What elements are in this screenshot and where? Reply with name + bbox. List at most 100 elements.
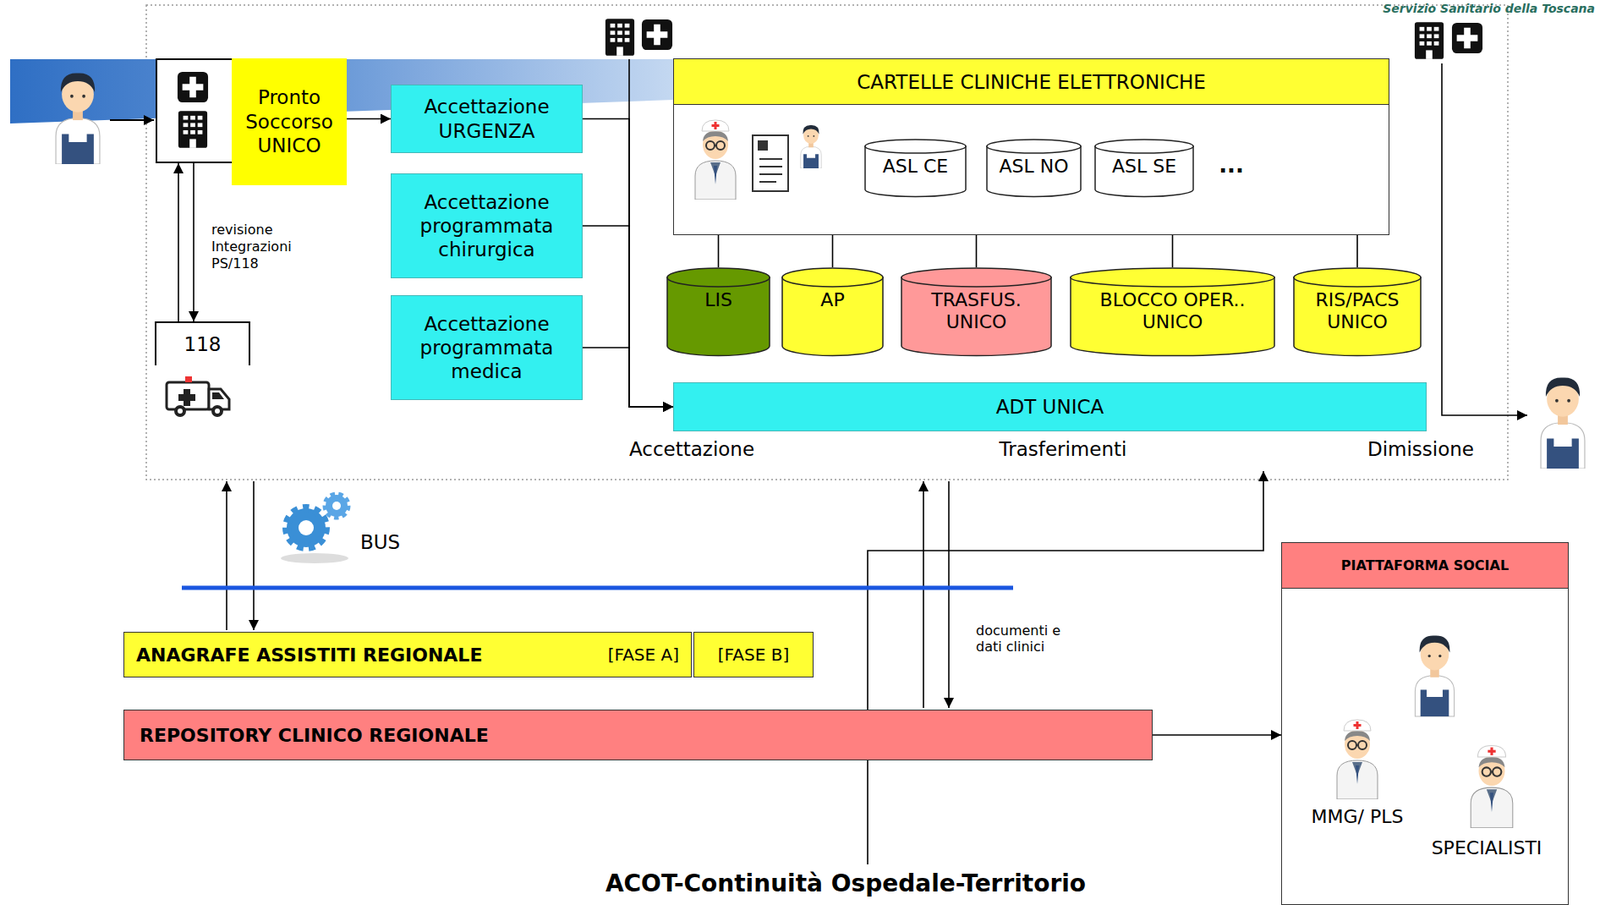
database-cylinder: BLOCCO OPER.. UNICO [1069, 267, 1276, 357]
cylinder-body [782, 277, 883, 357]
repository-bar: REPOSITORY CLINICO REGIONALE [123, 709, 1153, 761]
ellipsis: ... [1207, 152, 1255, 179]
stage-label: Dimissione [1351, 438, 1491, 462]
cylinder-top [986, 139, 1081, 154]
doctor-icon [1336, 719, 1378, 800]
label-box: SPECIALISTI [1407, 837, 1567, 860]
connector [975, 235, 978, 268]
footer-title: ACOT-Continuità Ospedale-Territorio [473, 869, 1218, 899]
box-label: PIATTAFORMA SOCIAL [1282, 542, 1568, 589]
cylinder-outline [781, 267, 884, 357]
box-label: LIS [704, 289, 733, 312]
database-cylinder: ASL NO [986, 138, 1082, 198]
connector [192, 163, 195, 322]
cylinder-top [667, 268, 770, 287]
role-label: SPECIALISTI [1407, 837, 1567, 860]
hospital-building-icon [1414, 21, 1444, 60]
label-box: ... [1207, 152, 1255, 179]
repository-arrow [922, 481, 925, 708]
gears-icon [286, 508, 326, 548]
entry-box: Pronto Soccorso UNICO [155, 58, 347, 164]
box-label: Accettazione URGENZA [398, 94, 576, 143]
patient-icon [800, 125, 822, 169]
connector [1356, 235, 1359, 268]
gears-icon [280, 494, 349, 564]
service-box: 118 [154, 321, 251, 366]
gears-icon [325, 494, 348, 517]
connector [582, 347, 674, 407]
stage-label: Trasferimenti [982, 438, 1144, 462]
patient-icon [1540, 378, 1585, 469]
doctor-icon [1470, 745, 1513, 828]
registry-arrow [225, 481, 228, 631]
stage-label: Accettazione [615, 438, 768, 462]
box-label: Accettazione programmata medica [398, 312, 576, 384]
box-label: AP [820, 289, 844, 312]
cylinder-body [901, 277, 1052, 356]
connector [346, 118, 391, 121]
document-icon [759, 158, 783, 160]
box-note: [FASE A] [608, 644, 680, 665]
process-box: Accettazione URGENZA [390, 84, 583, 154]
header-note: Servizio Sanitario della Toscana [1302, 1, 1595, 17]
process-box: Accettazione programmata medica [390, 295, 583, 400]
connector [582, 225, 674, 407]
cylinder-top [1070, 268, 1275, 287]
database-cylinder: AP [781, 267, 884, 357]
box-label: ASL NO [998, 155, 1069, 178]
database-cylinder: ASL SE [1094, 138, 1195, 198]
records-panel: CARTELLE CLINICHE ELETTRONICHE ASL CE ASL … [673, 58, 1390, 236]
connector [832, 235, 834, 268]
label-box: MMG/ PLS [1293, 805, 1421, 828]
cylinder-body [865, 146, 966, 198]
label-box: Dimissione [1351, 438, 1491, 462]
cylinder-top [1095, 139, 1194, 154]
database-cylinder: TRASFUS. UNICO [900, 267, 1053, 357]
box-label: ASL CE [882, 155, 949, 178]
registry-bar: ANAGRAFE ASSISTITI REGIONALE[FASE A] [123, 631, 692, 678]
cylinder-body [1293, 277, 1421, 357]
box-label: Pronto Soccorso UNICO [231, 85, 347, 159]
cylinder-body [1070, 277, 1275, 357]
box-label: CARTELLE CLINICHE ELETTRONICHE [673, 59, 1389, 105]
gears-icon [280, 553, 349, 564]
cylinder-top [901, 268, 1052, 287]
registry-arrow [252, 481, 255, 631]
hospital-building-icon [605, 18, 635, 56]
cylinder-top [1293, 268, 1421, 287]
connector [582, 119, 674, 408]
gears-icon [298, 520, 314, 536]
label-box: ACOT-Continuità Ospedale-Territorio [473, 869, 1218, 899]
connector [1152, 734, 1282, 736]
cylinder-outline [666, 267, 771, 357]
bus-line [181, 586, 1014, 591]
hospital-cross-icon [177, 71, 209, 103]
database-cylinder: RIS/PACS UNICO [1293, 267, 1422, 357]
label-box: Accettazione [615, 438, 768, 462]
database-cylinder: LIS [666, 267, 771, 357]
label-box: BUS [360, 531, 428, 555]
process-box: ADT UNICA [673, 382, 1427, 432]
bus-label: BUS [360, 531, 428, 555]
box-label: Accettazione programmata chirurgica [398, 190, 576, 262]
cylinder-body [667, 277, 770, 356]
phase-box: [FASE B] [693, 631, 814, 678]
hospital-building-icon [178, 110, 208, 148]
hospital-cross-icon [1452, 22, 1483, 54]
connector [1172, 235, 1174, 268]
box-label: REPOSITORY CLINICO REGIONALE [139, 724, 489, 746]
entry-arrow [109, 119, 154, 121]
edge-label-box: revisione Integrazioni PS/118 [211, 221, 315, 273]
doctor-icon [695, 120, 736, 200]
database-cylinder: ASL CE [864, 138, 967, 198]
box-label: ASL SE [1112, 155, 1177, 178]
document-icon [759, 180, 777, 183]
box-label: [FASE B] [717, 644, 790, 665]
document-icon [759, 173, 783, 176]
acot-line [867, 471, 1264, 865]
connector [177, 163, 180, 322]
cylinder-body [1095, 146, 1194, 198]
document-icon [757, 140, 768, 151]
document-icon [759, 165, 783, 168]
